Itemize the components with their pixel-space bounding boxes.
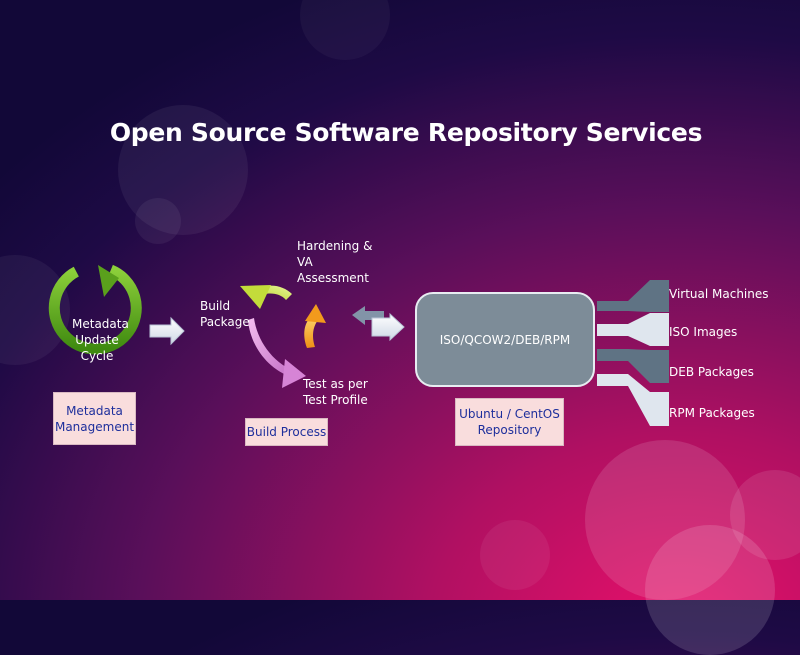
hardening-line3: Assessment <box>297 271 369 285</box>
output-arrows-icon <box>597 280 669 426</box>
build-cycle-arrows-icon <box>240 285 326 388</box>
output-rpm-packages: RPM Packages <box>669 406 755 420</box>
test-profile-label: Test as per Test Profile <box>303 376 368 408</box>
repository-formats-box: ISO/QCOW2/DEB/RPM <box>415 292 595 387</box>
arrow-right-icon <box>149 316 185 346</box>
cycle-label-line2: Update <box>75 333 119 347</box>
page-title: Open Source Software Repository Services <box>109 118 703 147</box>
metadata-management-box: Metadata Management <box>53 392 136 445</box>
hardening-label: Hardening & VA Assessment <box>297 238 372 286</box>
test-line1: Test as per <box>303 377 368 391</box>
cycle-label-line1: Metadata <box>72 317 129 331</box>
build-process-box: Build Process <box>245 418 328 446</box>
cycle-label: Metadata Update Cycle <box>72 316 129 364</box>
build-package-line1: Build <box>200 299 231 313</box>
diagram-graphics <box>48 264 669 426</box>
test-line2: Test Profile <box>303 393 368 407</box>
repository-box-line2: Repository <box>477 423 542 437</box>
hardening-line2: VA <box>297 255 313 269</box>
metadata-box-line2: Management <box>54 419 135 434</box>
hardening-line1: Hardening & <box>297 239 373 253</box>
bidirectional-arrow-icon <box>352 306 405 342</box>
metadata-box-line1: Metadata <box>66 403 123 418</box>
build-package-line2: Package <box>200 315 250 329</box>
output-deb-packages: DEB Packages <box>669 365 754 379</box>
output-iso-images: ISO Images <box>669 325 738 339</box>
repository-box-line1: Ubuntu / CentOS <box>459 407 560 421</box>
repository-formats-label: ISO/QCOW2/DEB/RPM <box>439 332 571 347</box>
cycle-arrow-icon <box>48 264 142 355</box>
build-package-label: Build Package <box>200 298 250 330</box>
cycle-label-line3: Cycle <box>80 349 114 363</box>
repository-box: Ubuntu / CentOS Repository <box>455 398 564 446</box>
build-process-label: Build Process <box>246 425 327 439</box>
output-virtual-machines: Virtual Machines <box>669 287 769 301</box>
